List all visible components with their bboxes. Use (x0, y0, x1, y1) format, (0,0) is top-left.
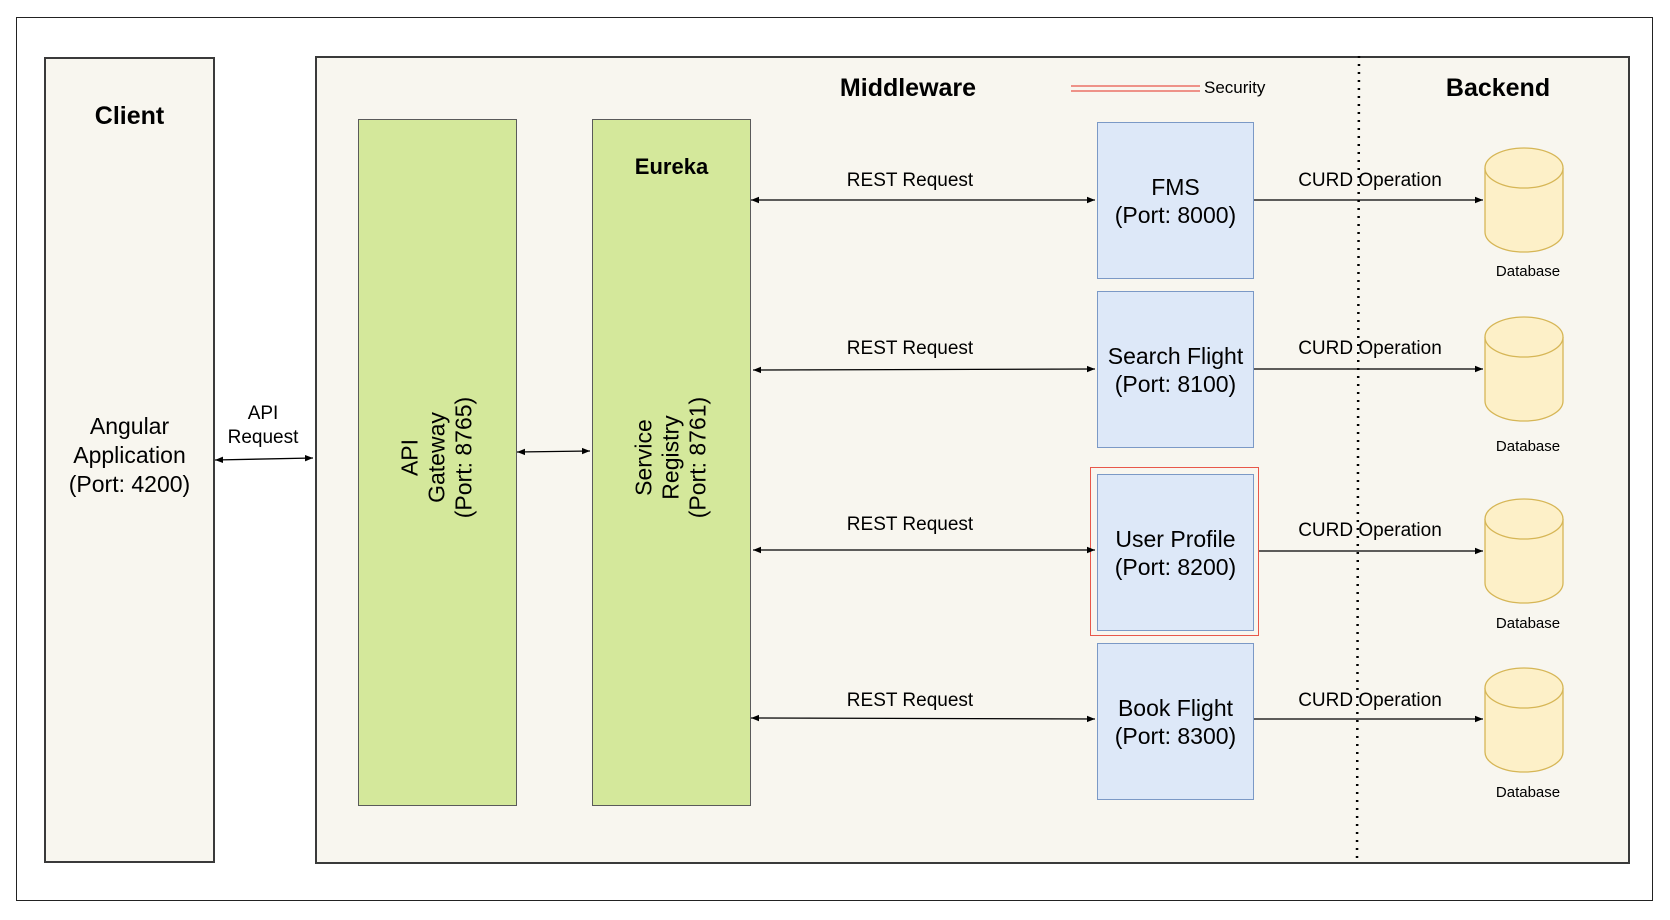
search-flight-service-box: Search Flight (Port: 8100) (1097, 291, 1254, 448)
api-gateway-box (358, 119, 517, 806)
rest-request-label: REST Request (846, 690, 974, 711)
user-profile-service-box: User Profile (Port: 8200) (1097, 474, 1254, 631)
database-label: Database (1495, 615, 1561, 632)
api-request-label: API Request (227, 403, 299, 448)
diagram-frame (16, 17, 1653, 901)
rest-arrow (750, 714, 1096, 723)
database-icon (1484, 498, 1564, 604)
backend-title: Backend (1445, 74, 1551, 102)
backend-divider (1355, 55, 1361, 865)
eureka-title: Eureka (634, 154, 709, 179)
middleware-panel (315, 56, 1630, 864)
database-label: Database (1495, 438, 1561, 455)
database-icon (1484, 316, 1564, 422)
database-label: Database (1495, 263, 1561, 280)
api-request-arrow (214, 454, 314, 464)
client-title: Client (94, 102, 165, 130)
rest-request-label: REST Request (846, 170, 974, 191)
client-panel (44, 57, 215, 863)
database-icon (1484, 667, 1564, 773)
rest-arrow (752, 365, 1096, 374)
gateway-registry-arrow (516, 447, 591, 456)
rest-request-label: REST Request (846, 338, 974, 359)
fms-service-box: FMS (Port: 8000) (1097, 122, 1254, 279)
crud-operation-label: CURD Operation (1298, 338, 1442, 359)
book-flight-service-box: Book Flight (Port: 8300) (1097, 643, 1254, 800)
database-label: Database (1495, 784, 1561, 801)
service-registry-box (592, 119, 751, 806)
security-legend-label: Security (1204, 78, 1266, 97)
database-icon (1484, 147, 1564, 253)
rest-request-label: REST Request (846, 514, 974, 535)
middleware-title: Middleware (839, 74, 977, 102)
crud-operation-label: CURD Operation (1298, 690, 1442, 711)
crud-operation-label: CURD Operation (1298, 520, 1442, 541)
angular-application-label: Angular Application (Port: 4200) (68, 413, 191, 497)
crud-operation-label: CURD Operation (1298, 170, 1442, 191)
